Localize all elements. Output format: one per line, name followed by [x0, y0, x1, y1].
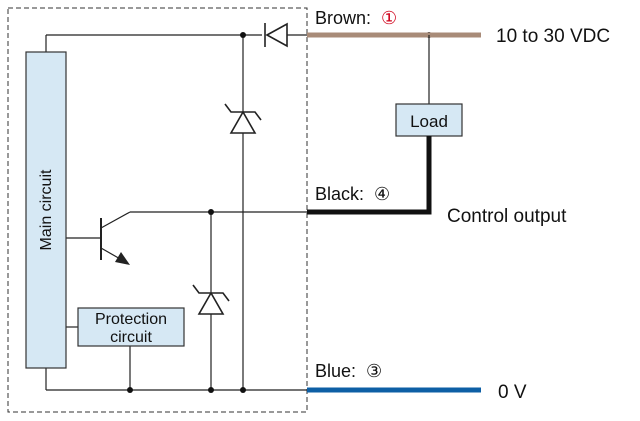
- black-wire: [307, 136, 432, 215]
- brown-wire-label: Brown:: [315, 8, 371, 28]
- load-label: Load: [410, 112, 448, 131]
- svg-text:Brown: ①: Brown: ①: [315, 8, 397, 28]
- black-wire-label: Black:: [315, 184, 364, 204]
- ground-label: 0 V: [498, 382, 527, 403]
- blue-pin-number: ③: [366, 361, 382, 381]
- load-block: Load: [395, 103, 463, 137]
- black-pin-number: ④: [374, 184, 390, 204]
- blue-wire-label: Blue:: [315, 361, 356, 381]
- control-output-label: Control output: [447, 206, 567, 227]
- output-transistor: [66, 211, 131, 265]
- supply-voltage-label: 10 to 30 VDC: [496, 26, 610, 47]
- protection-circuit-line1: Protection: [95, 311, 167, 328]
- svg-text:Black: ④: Black: ④: [315, 184, 390, 204]
- main-circuit-label: Main circuit: [38, 169, 55, 250]
- brown-pin-number: ①: [381, 8, 397, 28]
- protection-circuit-line2: circuit: [110, 329, 152, 346]
- reverse-protection-diode: [264, 22, 288, 48]
- svg-text:Blue: ③: Blue: ③: [315, 361, 382, 381]
- main-circuit-block: Main circuit: [25, 51, 67, 369]
- protection-circuit-block: Protection circuit: [77, 307, 185, 347]
